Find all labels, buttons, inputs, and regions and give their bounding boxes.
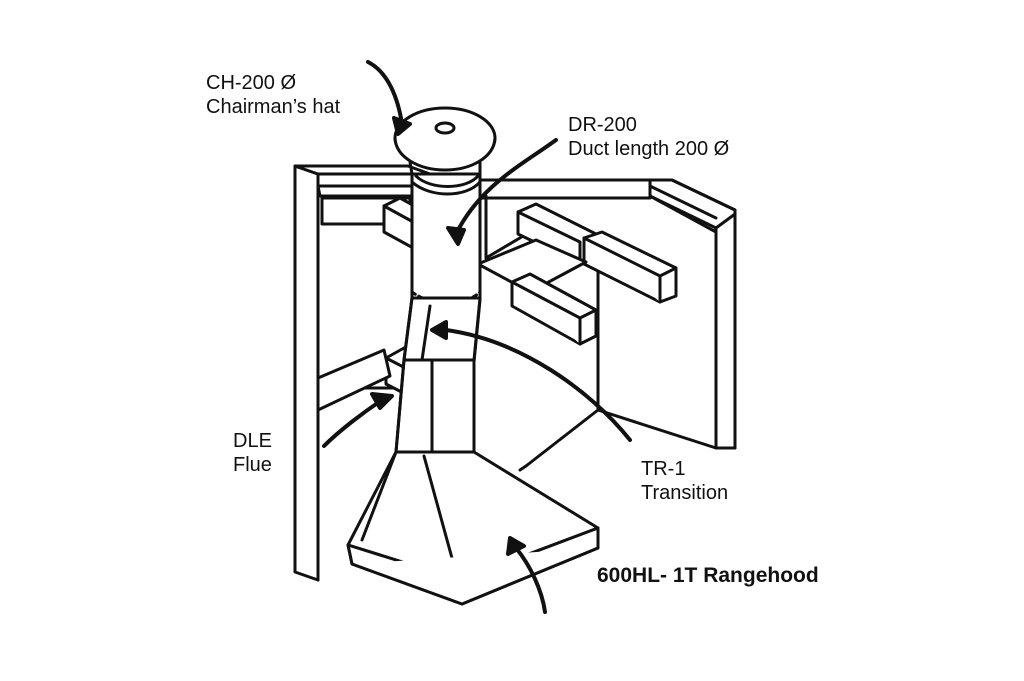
flue-label: DLE Flue	[233, 429, 272, 477]
transition-code: TR-1	[641, 458, 686, 480]
rangehood-label: 600HL- 1T Rangehood	[597, 564, 819, 588]
rangehood	[346, 450, 600, 606]
chairmans-hat-name: Chairman’s hat	[206, 96, 341, 118]
duct-code: DR-200	[568, 114, 637, 136]
flue-name: Flue	[233, 454, 272, 476]
duct-name: Duct length 200 Ø	[568, 138, 730, 160]
chairmans-hat	[393, 106, 497, 176]
flue	[394, 358, 476, 454]
chairmans-hat-code: CH-200 Ø	[206, 72, 297, 94]
chairmans-hat-label: CH-200 Ø Chairman’s hat	[206, 71, 340, 119]
back-wall	[316, 194, 718, 472]
left-wall	[293, 164, 432, 582]
upper-battens	[382, 196, 678, 304]
duct-label: DR-200 Duct length 200 Ø	[568, 113, 729, 161]
transition-label: TR-1 Transition	[641, 457, 728, 505]
flue-code: DLE	[233, 430, 272, 452]
ceiling-beam	[316, 172, 652, 226]
duct	[410, 172, 482, 310]
right-wall	[648, 178, 737, 450]
leader-arrows	[322, 60, 632, 614]
rangehood-name: 600HL- 1T Rangehood	[597, 564, 819, 587]
transition-name: Transition	[641, 482, 729, 504]
